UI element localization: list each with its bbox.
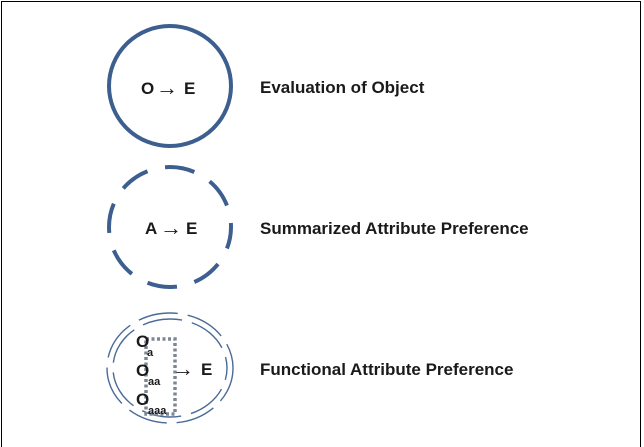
row-evaluation-of-object: O → E Evaluation of Object xyxy=(107,24,425,148)
subscript-a: a xyxy=(147,347,154,359)
outer-dashed-circle xyxy=(106,312,234,424)
row-functional-attribute-preference: O a O aa O aaa → E Functional Attribute … xyxy=(106,312,513,424)
dotted-box xyxy=(144,337,177,416)
formula-left-a: A xyxy=(145,219,157,238)
inner-dashed-circle xyxy=(112,318,228,418)
arrow-icon: → xyxy=(156,75,178,100)
formula-right-e: E xyxy=(186,219,197,238)
formula-right-e: E xyxy=(184,79,195,98)
row-label: Evaluation of Object xyxy=(260,78,425,97)
solid-circle xyxy=(107,24,233,148)
o-sub-aa: O xyxy=(136,361,149,380)
subscript-aa: aa xyxy=(148,376,161,388)
o-sub-aaa: O xyxy=(136,390,149,409)
arrow-icon: → xyxy=(172,356,194,381)
row-label: Summarized Attribute Preference xyxy=(260,219,529,238)
o-sub-a: O xyxy=(136,332,149,351)
subscript-aaa: aaa xyxy=(148,405,167,417)
row-label: Functional Attribute Preference xyxy=(260,360,513,379)
row-summarized-attribute-preference: A → E Summarized Attribute Preference xyxy=(107,165,529,289)
formula-right-e: E xyxy=(201,360,212,379)
dashed-circle xyxy=(107,165,233,289)
formula-left-o: O xyxy=(141,79,154,98)
arrow-icon: → xyxy=(160,215,182,240)
